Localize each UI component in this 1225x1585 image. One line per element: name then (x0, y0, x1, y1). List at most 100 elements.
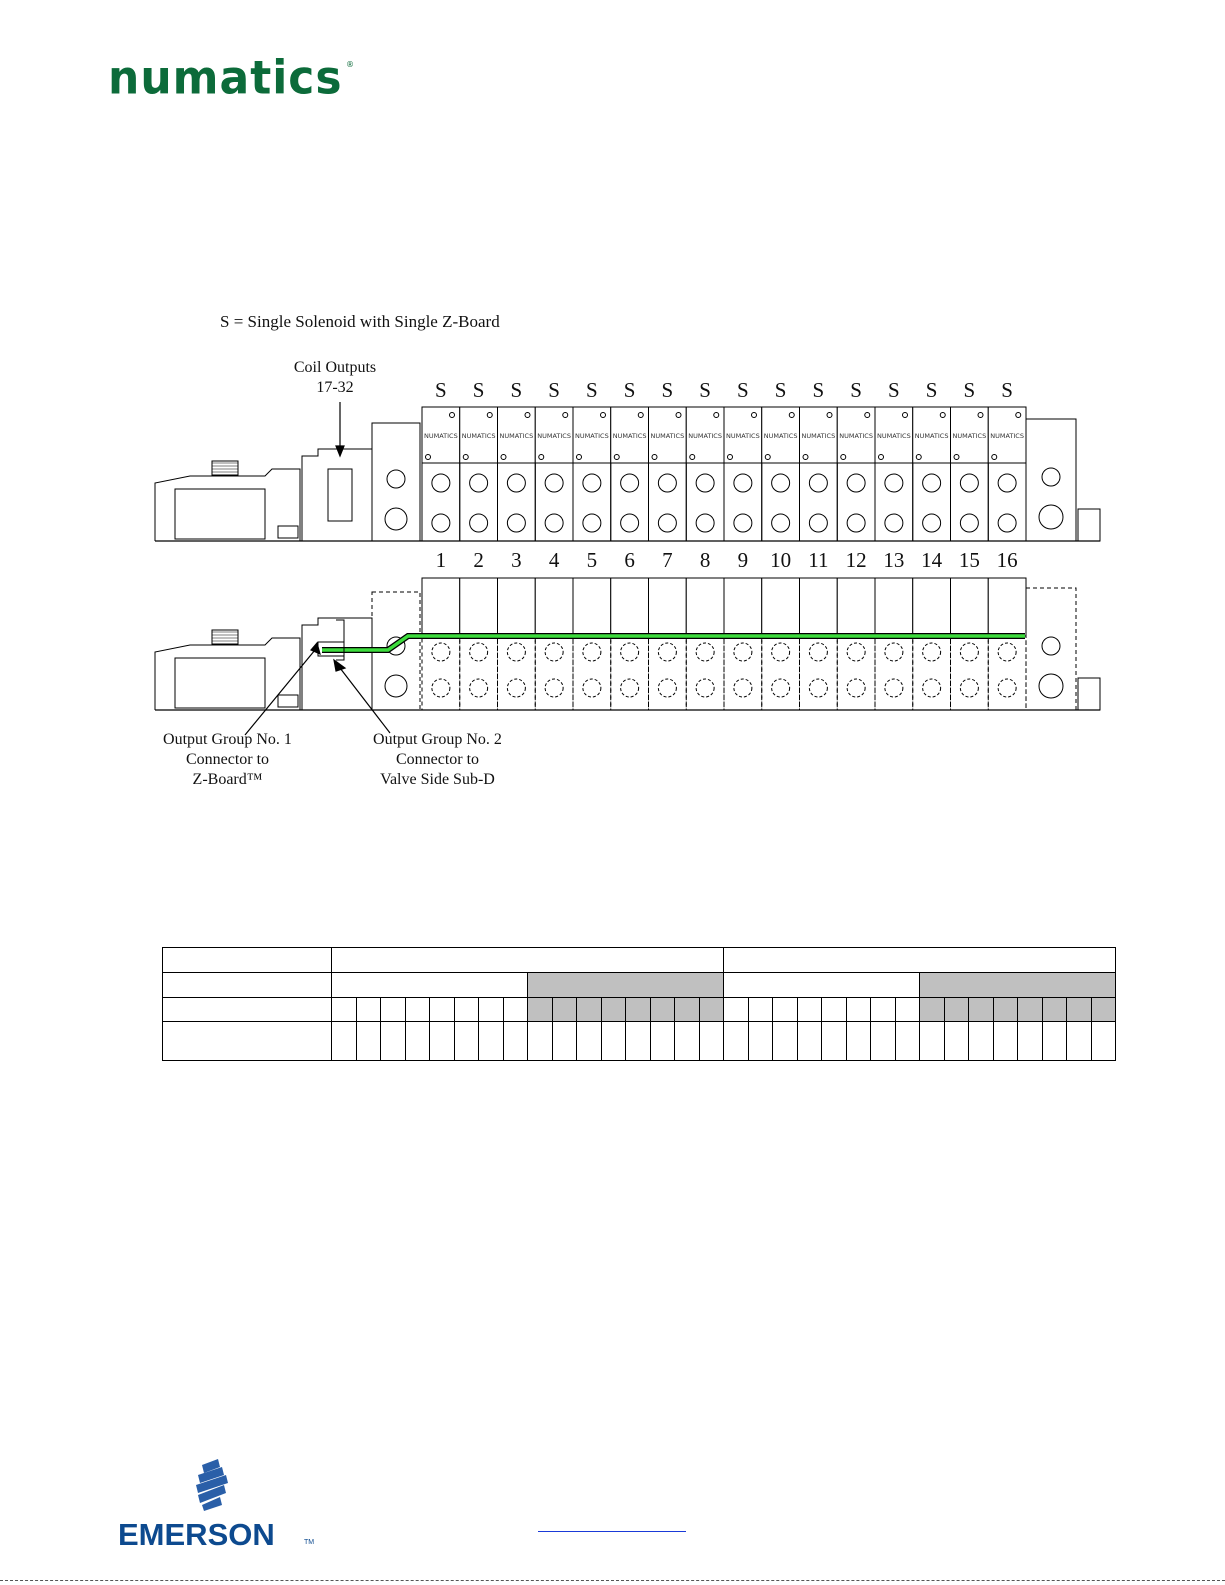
station-number: 9 (737, 548, 749, 572)
valve-station (836, 577, 876, 711)
bit-cell (502, 1021, 528, 1061)
station-type-label: S (850, 378, 862, 402)
station-number: 3 (511, 548, 522, 572)
output-mapping-table (162, 947, 1116, 1061)
station-type-label: S (623, 378, 636, 402)
electronics-module (154, 637, 301, 710)
emerson-emblem-icon (196, 1459, 228, 1511)
station-number: 15 (958, 548, 980, 572)
footer-link[interactable] (538, 1516, 686, 1532)
table-row (162, 972, 1116, 998)
bit-cell (625, 1021, 651, 1061)
numatics-logo: numatics ® (108, 54, 354, 102)
connector-top (211, 629, 239, 645)
manifold-bottom-view (154, 577, 1101, 711)
end-plate-left (371, 422, 421, 542)
bit-cell (576, 1021, 602, 1061)
station-number: 8 (699, 548, 711, 572)
coil-outputs-line2: 17-32 (316, 379, 354, 396)
valve-base (534, 462, 574, 542)
valve-station (723, 577, 763, 711)
connector-top (211, 460, 239, 476)
solenoid-body (421, 406, 461, 464)
bit-cell (943, 1021, 969, 1061)
station-type-label: S (586, 378, 598, 402)
valve-station (761, 577, 800, 711)
group-header-cell (331, 947, 724, 973)
valve-base (912, 462, 951, 542)
bit-cell (1017, 1021, 1043, 1061)
bit-cell (821, 1021, 847, 1061)
bit-cell (870, 1021, 896, 1061)
station-type-label: S (812, 378, 825, 402)
row-header-cell (162, 1021, 332, 1061)
z-board-wire (322, 634, 1025, 652)
table-row (162, 997, 1116, 1022)
valve-base (799, 462, 838, 542)
sub-d-block (301, 448, 373, 541)
byte-header-cell (331, 972, 528, 998)
station-number: 10 (770, 548, 792, 572)
bit-cell (821, 997, 847, 1022)
solenoid-body (534, 406, 574, 464)
bit-cell (1041, 997, 1067, 1022)
solenoid-legend: S = Single Solenoid with Single Z-Board (220, 312, 500, 331)
solenoid-badge: NUMATICS (915, 432, 949, 440)
solenoid-body (648, 577, 687, 637)
valve-station (610, 577, 649, 711)
valve-station (912, 577, 951, 711)
valve-base (950, 635, 989, 711)
valve-base (459, 462, 498, 542)
valve-station: NUMATICS (685, 406, 725, 542)
valve-station: NUMATICS (836, 406, 876, 542)
station-type-label: S (661, 378, 674, 402)
bit-cell (355, 1021, 381, 1061)
valve-station: NUMATICS (874, 406, 914, 542)
station-type-label: S (888, 378, 900, 402)
page-bottom-rule (0, 1580, 1225, 1581)
station-number: 12 (845, 548, 867, 572)
bit-cell (429, 1021, 455, 1061)
solenoid-body (534, 577, 574, 637)
valve-base (648, 462, 687, 542)
byte-header-cell (527, 972, 724, 998)
bit-cell (674, 1021, 700, 1061)
valve-base (874, 462, 914, 542)
solenoid-badge: NUMATICS (651, 432, 685, 440)
solenoid-badge: NUMATICS (537, 432, 571, 440)
bit-cell (845, 997, 871, 1022)
solenoid-body (761, 406, 800, 464)
station-type-label: S (774, 378, 787, 402)
valve-station (534, 577, 574, 711)
solenoid-badge: NUMATICS (575, 432, 609, 440)
bit-cell (1066, 1021, 1092, 1061)
bit-cell (649, 997, 675, 1022)
valve-station (950, 577, 989, 711)
bit-cell (404, 1021, 430, 1061)
valve-station: NUMATICS (648, 406, 687, 542)
station-type-label: S (963, 378, 976, 402)
valve-station: NUMATICS (799, 406, 838, 542)
end-fitting (1077, 508, 1101, 542)
valve-base (912, 635, 951, 711)
station-number: 5 (586, 548, 598, 572)
solenoid-body (572, 577, 612, 637)
station-number: 14 (921, 548, 943, 572)
output-group-2-callout: Output Group No. 2 Connector to Valve Si… (345, 730, 530, 790)
valve-station: NUMATICS (534, 406, 574, 542)
bit-cell (698, 997, 724, 1022)
solenoid-body (799, 577, 838, 637)
bit-cell (380, 997, 406, 1022)
group2-line3: Valve Side Sub-D (380, 771, 495, 788)
station-number: 13 (883, 548, 905, 572)
bit-cell (870, 997, 896, 1022)
coil-outputs-callout: Coil Outputs 17-32 (270, 358, 400, 398)
table-row (162, 1021, 1116, 1061)
valve-base (497, 635, 536, 711)
solenoid-badge: NUMATICS (500, 432, 534, 440)
output-group-1-callout: Output Group No. 1 Connector to Z-Board™ (140, 730, 315, 790)
solenoid-body (987, 406, 1027, 464)
valve-station: NUMATICS (987, 406, 1027, 542)
